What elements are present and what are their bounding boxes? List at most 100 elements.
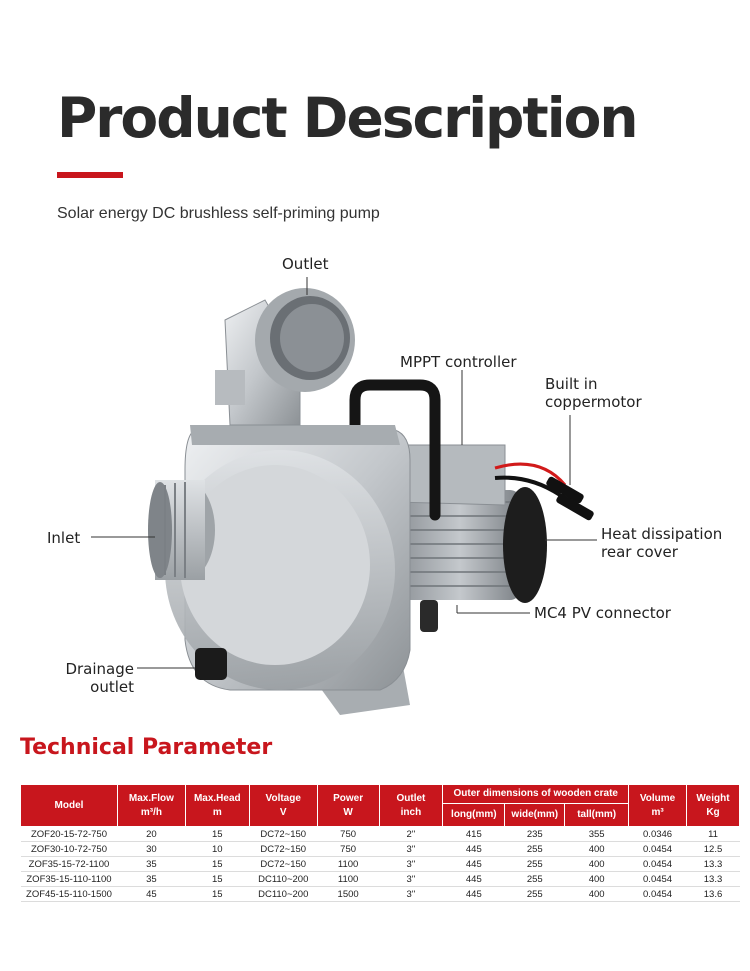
- table-cell: 750: [317, 841, 380, 857]
- table-cell: 355: [564, 826, 629, 842]
- pump-illustration-area: Outlet MPPT controller Built in coppermo…: [0, 240, 750, 730]
- th-max-flow: Max.Flow m³/h: [116, 784, 186, 827]
- callout-drainage-line2: outlet: [90, 678, 134, 696]
- th-max-flow-unit: m³/h: [140, 806, 162, 818]
- callout-built-in-motor-line2: coppermotor: [545, 393, 642, 411]
- callout-built-in-motor: Built in coppermotor: [545, 375, 642, 411]
- callout-mc4-connector: MC4 PV connector: [534, 604, 671, 622]
- callout-heat-dissipation-line2: rear cover: [601, 543, 678, 561]
- th-outlet-label: Outlet: [396, 792, 426, 804]
- table-cell: 13.3: [686, 871, 740, 887]
- table-cell: ZOF20-15-72-750: [20, 826, 118, 842]
- callout-mppt-controller: MPPT controller: [400, 353, 517, 371]
- table-cell: 20: [117, 826, 186, 842]
- table-cell: 30: [117, 841, 186, 857]
- table-cell: 13.6: [686, 886, 740, 902]
- table-cell: ZOF35-15-110-1100: [20, 871, 118, 887]
- th-volume: Volume m³: [628, 784, 687, 827]
- th-long: long(mm): [442, 803, 506, 827]
- th-max-flow-label: Max.Flow: [128, 792, 174, 804]
- callout-heat-dissipation: Heat dissipation rear cover: [601, 525, 722, 561]
- table-cell: 15: [185, 871, 250, 887]
- table-cell: ZOF35-15-72-1100: [20, 856, 118, 872]
- table-cell: 0.0454: [628, 856, 687, 872]
- product-subtitle: Solar energy DC brushless self-priming p…: [57, 205, 380, 222]
- th-voltage-label: Voltage: [265, 792, 301, 804]
- table-cell: 3'': [379, 871, 443, 887]
- table-cell: 1500: [317, 886, 380, 902]
- table-cell: DC72~150: [249, 841, 318, 857]
- table-cell: 445: [442, 841, 505, 857]
- table-cell: ZOF45-15-110-1500: [20, 886, 118, 902]
- table-cell: 2'': [379, 826, 443, 842]
- table-cell: 15: [185, 886, 250, 902]
- th-weight-label: Weight: [696, 792, 730, 804]
- table-cell: 1100: [317, 856, 380, 872]
- th-crate-dimensions: Outer dimensions of wooden crate: [442, 784, 630, 804]
- table-cell: ZOF30-10-72-750: [20, 841, 118, 857]
- title-accent-bar: [57, 172, 123, 178]
- table-cell: 3'': [379, 841, 443, 857]
- table-cell: DC110~200: [249, 886, 318, 902]
- callout-heat-dissipation-line1: Heat dissipation: [601, 525, 723, 543]
- table-cell: DC110~200: [249, 871, 318, 887]
- callout-inlet: Inlet: [47, 529, 81, 547]
- table-cell: DC72~150: [249, 826, 318, 842]
- table-cell: 415: [442, 826, 505, 842]
- table-cell: 0.0346: [628, 826, 687, 842]
- table-cell: 35: [117, 856, 186, 872]
- table-cell: 3'': [379, 856, 443, 872]
- table-cell: 235: [504, 826, 565, 842]
- table-cell: 1100: [317, 871, 380, 887]
- page-title: Product Description: [57, 86, 639, 150]
- th-max-head-label: Max.Head: [193, 792, 241, 804]
- table-cell: 0.0454: [628, 886, 687, 902]
- table-cell: 3'': [379, 886, 443, 902]
- table-cell: 255: [504, 871, 565, 887]
- table-cell: 255: [504, 886, 565, 902]
- th-tall: tall(mm): [564, 803, 630, 827]
- table-cell: 13.3: [686, 856, 740, 872]
- technical-parameter-title: Technical Parameter: [20, 735, 273, 760]
- table-cell: 400: [564, 841, 629, 857]
- table-cell: 400: [564, 886, 629, 902]
- th-voltage-unit: V: [279, 806, 287, 818]
- table-cell: DC72~150: [249, 856, 318, 872]
- table-cell: 15: [185, 856, 250, 872]
- th-power-unit: W: [343, 806, 353, 818]
- th-wide: wide(mm): [504, 803, 566, 827]
- th-model: Model: [20, 784, 118, 827]
- th-volume-label: Volume: [639, 792, 676, 804]
- table-cell: 255: [504, 841, 565, 857]
- table-cell: 15: [185, 826, 250, 842]
- th-max-head-unit: m: [212, 806, 222, 818]
- th-power-label: Power: [333, 792, 364, 804]
- table-cell: 10: [185, 841, 250, 857]
- table-cell: 445: [442, 871, 505, 887]
- callout-built-in-motor-line1: Built in: [545, 375, 598, 393]
- th-outlet: Outlet inch: [378, 784, 444, 827]
- th-weight-unit: Kg: [706, 806, 720, 818]
- table-cell: 445: [442, 856, 505, 872]
- table-cell: 0.0454: [628, 841, 687, 857]
- table-cell: 400: [564, 856, 629, 872]
- table-cell: 35: [117, 871, 186, 887]
- th-outlet-unit: inch: [400, 806, 422, 818]
- callout-drainage-outlet: Drainage outlet: [50, 660, 134, 696]
- th-max-head: Max.Head m: [184, 784, 250, 827]
- table-cell: 445: [442, 886, 505, 902]
- callout-drainage-line1: Drainage: [65, 660, 134, 678]
- table-cell: 12.5: [686, 841, 740, 857]
- callout-outlet: Outlet: [282, 255, 329, 273]
- table-cell: 255: [504, 856, 565, 872]
- th-volume-unit: m³: [651, 806, 664, 818]
